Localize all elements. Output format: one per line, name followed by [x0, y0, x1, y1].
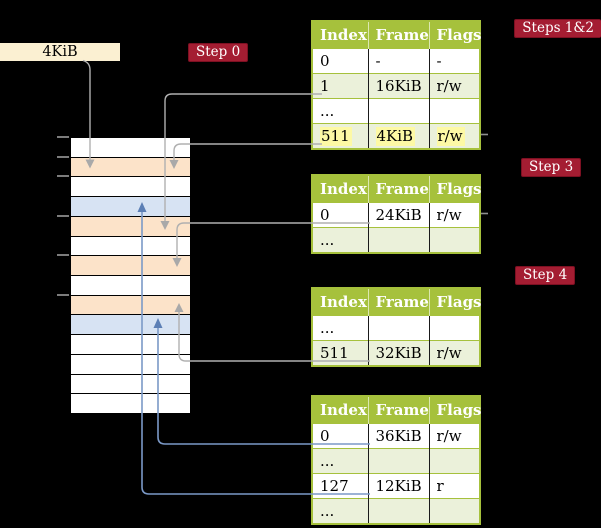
- frame-cell: [368, 315, 430, 341]
- frame-cell: 36KiB: [368, 423, 430, 449]
- column-header-index: Index: [312, 288, 369, 316]
- frame-cell: 16KiB: [368, 73, 430, 99]
- index-cell: ...: [312, 227, 369, 253]
- frame-cell: 24KiB: [368, 202, 430, 228]
- flags-cell: [429, 315, 480, 341]
- memory-frame-row: [71, 177, 190, 198]
- flags-cell: [429, 448, 480, 474]
- column-header-flags: Flags: [429, 21, 482, 49]
- flags-cell: r/w: [429, 202, 480, 228]
- column-header-index: Index: [312, 21, 369, 49]
- table-row: ...: [312, 498, 480, 524]
- index-cell: ...: [312, 498, 369, 524]
- memory-frame-row: [71, 138, 190, 158]
- index-cell: 0: [312, 423, 369, 449]
- index-cell: ...: [312, 315, 369, 341]
- column-header-frame: Frame: [368, 288, 430, 316]
- frame-cell: 4KiB: [368, 123, 430, 149]
- flags-cell: r/w: [429, 340, 480, 366]
- table-row: ...: [312, 448, 480, 474]
- highlight: r/w: [436, 126, 465, 146]
- table-row: 0 - -: [312, 48, 480, 74]
- step-4-badge: Step 4: [515, 266, 576, 285]
- memory-stack: [70, 137, 191, 414]
- table-row: 127 12KiB r: [312, 473, 480, 499]
- table-row-highlighted: 511 4KiB r/w: [312, 123, 480, 149]
- index-cell: 1: [312, 73, 369, 99]
- index-cell: 511: [312, 340, 369, 366]
- index-cell: 127: [312, 473, 369, 499]
- pointer-entry511-4kib: [169, 143, 322, 169]
- column-header-flags: Flags: [429, 396, 482, 424]
- frame-size-label-box: 4KiB: [0, 43, 120, 61]
- highlight: 511: [320, 126, 352, 146]
- index-cell: ...: [312, 448, 369, 474]
- table-row: ...: [312, 315, 480, 341]
- frame-cell: [368, 98, 430, 124]
- column-header-frame: Frame: [368, 396, 430, 424]
- index-cell: 0: [312, 202, 369, 228]
- table-row: ...: [312, 98, 480, 124]
- address-tick-marks: [57, 136, 69, 296]
- memory-frame-row: [71, 157, 190, 178]
- flags-cell: [429, 98, 480, 124]
- page-table-level-4: Index Frame Flags 0 36KiB r/w ... 127 12…: [311, 395, 482, 525]
- frame-cell: [368, 448, 430, 474]
- table-header-row: Index Frame Flags: [312, 288, 482, 316]
- memory-frame-row: [71, 216, 190, 237]
- flags-cell: [429, 227, 480, 253]
- flags-cell: r/w: [429, 73, 480, 99]
- memory-frame-row: [71, 394, 190, 414]
- flags-cell: -: [429, 48, 480, 74]
- steps-1-2-badge: Steps 1&2: [514, 19, 601, 38]
- index-cell: 0: [312, 48, 369, 74]
- column-header-frame: Frame: [368, 175, 430, 203]
- memory-frame-row: [71, 374, 190, 395]
- column-header-flags: Flags: [429, 175, 482, 203]
- memory-frame-row: [71, 276, 190, 296]
- page-table-level-1: Index Frame Flags 0 - - 1 16KiB r/w ... …: [311, 20, 482, 150]
- step-3-badge: Step 3: [521, 158, 582, 177]
- flags-cell: [429, 498, 480, 524]
- frame-cell: [368, 227, 430, 253]
- table-header-row: Index Frame Flags: [312, 396, 482, 424]
- memory-frame-row: [71, 295, 190, 316]
- table-header-row: Index Frame Flags: [312, 175, 482, 203]
- table-row: ...: [312, 227, 480, 253]
- entry-marker-stubs: [481, 133, 488, 215]
- frame-cell: 12KiB: [368, 473, 430, 499]
- index-cell: ...: [312, 98, 369, 124]
- flags-cell: r: [429, 473, 480, 499]
- column-header-index: Index: [312, 396, 369, 424]
- page-table-level-3: Index Frame Flags ... 511 32KiB r/w: [311, 287, 482, 367]
- highlight: 4KiB: [375, 126, 416, 146]
- index-cell: 511: [312, 123, 369, 149]
- flags-cell: r/w: [429, 423, 480, 449]
- table-row: 1 16KiB r/w: [312, 73, 480, 99]
- page-table-level-2: Index Frame Flags 0 24KiB r/w ...: [311, 174, 482, 254]
- table-header-row: Index Frame Flags: [312, 21, 482, 49]
- flags-cell: r/w: [429, 123, 480, 149]
- frame-cell: -: [368, 48, 430, 74]
- table-row: 0 24KiB r/w: [312, 202, 480, 228]
- column-header-index: Index: [312, 175, 369, 203]
- memory-frame-row: [71, 236, 190, 257]
- memory-frame-row: [71, 256, 190, 277]
- column-header-frame: Frame: [368, 21, 430, 49]
- frame-cell: 32KiB: [368, 340, 430, 366]
- step-0-badge: Step 0: [188, 43, 249, 62]
- memory-frame-row: [71, 197, 190, 217]
- memory-frame-row: [71, 315, 190, 336]
- memory-frame-row: [71, 354, 190, 375]
- frame-cell: [368, 498, 430, 524]
- table-row: 511 32KiB r/w: [312, 340, 480, 366]
- column-header-flags: Flags: [429, 288, 482, 316]
- table-row: 0 36KiB r/w: [312, 423, 480, 449]
- memory-frame-row: [71, 335, 190, 355]
